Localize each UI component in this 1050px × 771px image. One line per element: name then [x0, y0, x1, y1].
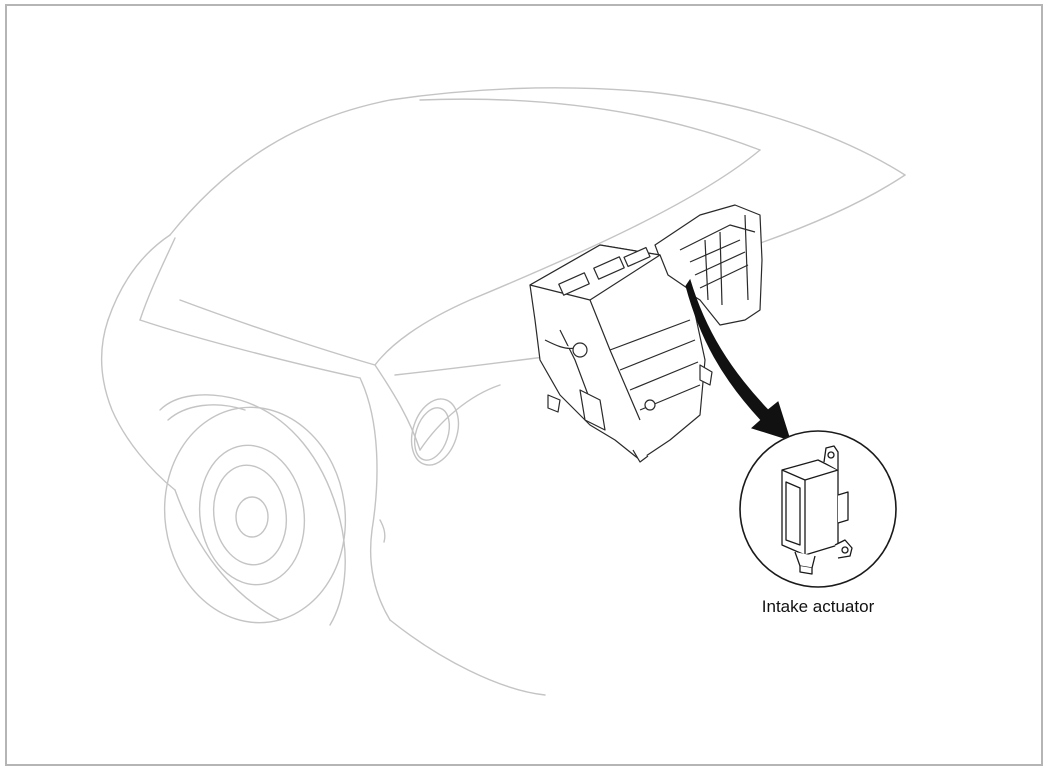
callout-arrow	[685, 278, 791, 441]
figure-frame	[5, 4, 1043, 766]
intake-actuator-part	[781, 445, 853, 575]
intake-actuator-label: Intake actuator	[761, 597, 875, 616]
car-outline	[100, 87, 906, 696]
detail-circle	[739, 430, 897, 588]
hvac-assembly	[529, 204, 763, 463]
